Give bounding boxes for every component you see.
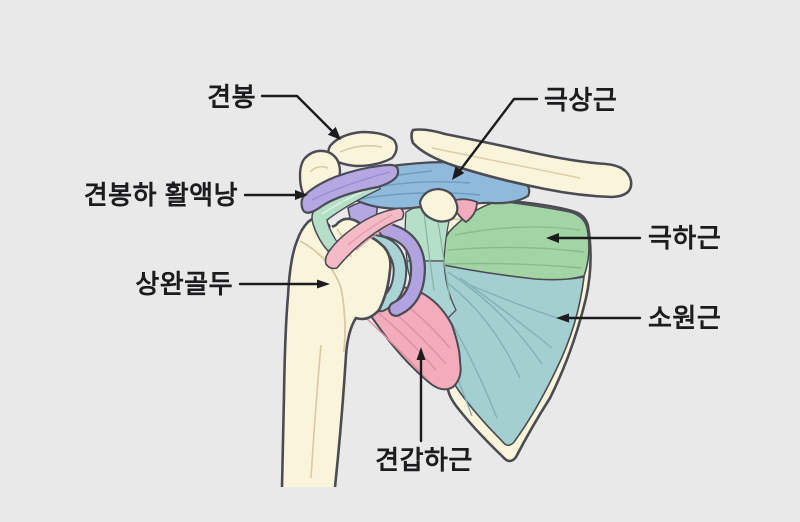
coracoid-process [418, 187, 459, 223]
subscapularis-arrowhead [416, 347, 426, 360]
supraspinatus-arrowhead [452, 166, 465, 180]
supraspinatus-leader-line [456, 97, 539, 175]
annotations: 견봉 극상근 견봉하 활액낭 극하근 상완골두 소원근 견갑하근 [84, 82, 721, 475]
teres-minor-arrowhead [556, 313, 569, 323]
label-subscapularis: 견갑하근 [375, 445, 473, 475]
label-acromion: 견봉 [207, 82, 256, 112]
subscapularis-tendon [324, 207, 405, 270]
clavicle-bone [410, 128, 633, 199]
subacromial-bursa-shape [300, 163, 400, 214]
acromion-leader-line [260, 94, 335, 134]
label-supraspinatus: 극상근 [544, 85, 617, 115]
humeral-head-arrowhead [317, 279, 330, 289]
label-subacromial-bursa: 견봉하 활액낭 [84, 180, 238, 210]
acromion-arrowhead [327, 126, 341, 140]
label-infraspinatus: 극하근 [648, 223, 721, 253]
label-humeral-head: 상완골두 [135, 269, 233, 299]
infraspinatus-arrowhead [546, 233, 559, 243]
bursa-arrowhead [295, 190, 308, 200]
label-teres-minor: 소원근 [648, 303, 721, 333]
